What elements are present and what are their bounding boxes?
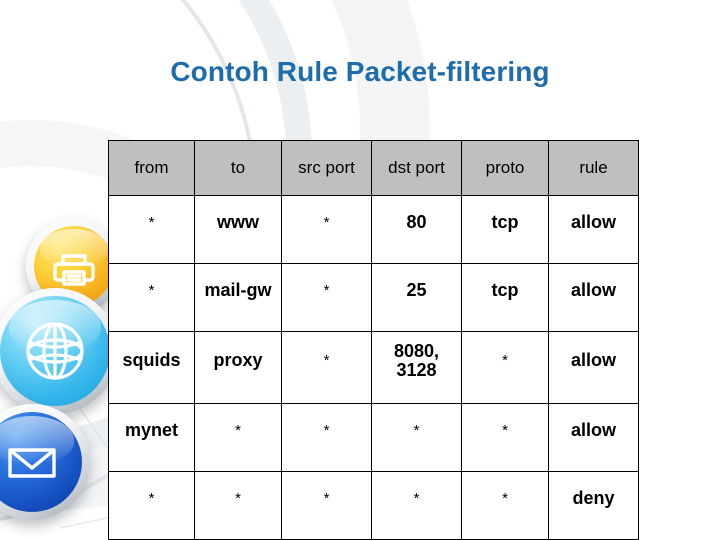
cell-from: * [108,195,195,264]
cell-rule: allow [548,263,639,332]
globe-orb-icon [0,288,118,414]
table-header-row: from to src port dst port proto rule [108,140,639,196]
column-header-from: from [108,140,195,196]
cell-src-port: * [281,263,372,332]
cell-dst-port: 80 [371,195,462,264]
column-header-src-port: src port [281,140,372,196]
cell-dst-port-line-2: 3128 [396,360,437,380]
cell-src-port: * [281,403,372,472]
cell-rule: allow [548,195,639,264]
cell-dst-port: * [371,403,462,472]
cell-to: * [194,471,282,540]
column-header-to: to [194,140,282,196]
cell-from: mynet [108,403,195,472]
mail-orb-icon [0,404,90,520]
table-row: mynet * * * * allow [108,403,639,472]
orb-face [0,412,82,512]
table-row: * www * 80 tcp allow [108,195,639,264]
cell-src-port: * [281,195,372,264]
packet-filter-rules-table: from to src port dst port proto rule * w… [108,140,639,540]
cell-proto: tcp [461,263,549,332]
page-title: Contoh Rule Packet-filtering [170,56,550,87]
column-header-dst-port: dst port [371,140,462,196]
table-row: * mail-gw * 25 tcp allow [108,263,639,332]
cell-src-port: * [281,471,372,540]
cell-dst-port: * [371,471,462,540]
cell-to: mail-gw [194,263,282,332]
table-row: * * * * * deny [108,471,639,540]
table-row: squids proxy * 8080, 3128 * allow [108,331,639,404]
cell-to: www [194,195,282,264]
cell-proto: tcp [461,195,549,264]
cell-from: * [108,263,195,332]
cell-from: squids [108,331,195,404]
cell-proto: * [461,331,549,404]
cell-proto: * [461,471,549,540]
globe-icon [0,296,110,406]
column-header-proto: proto [461,140,549,196]
cell-rule: deny [548,471,639,540]
cell-to: * [194,403,282,472]
orb-face [0,296,110,406]
envelope-icon [0,412,82,512]
cell-dst-port-line-1: 8080, [393,340,440,361]
cell-from: * [108,471,195,540]
cell-dst-port: 25 [371,263,462,332]
column-header-rule: rule [548,140,639,196]
cell-proto: * [461,403,549,472]
cell-dst-port: 8080, 3128 [371,331,462,404]
cell-to: proxy [194,331,282,404]
cell-rule: allow [548,403,639,472]
cell-src-port: * [281,331,372,404]
cell-rule: allow [548,331,639,404]
